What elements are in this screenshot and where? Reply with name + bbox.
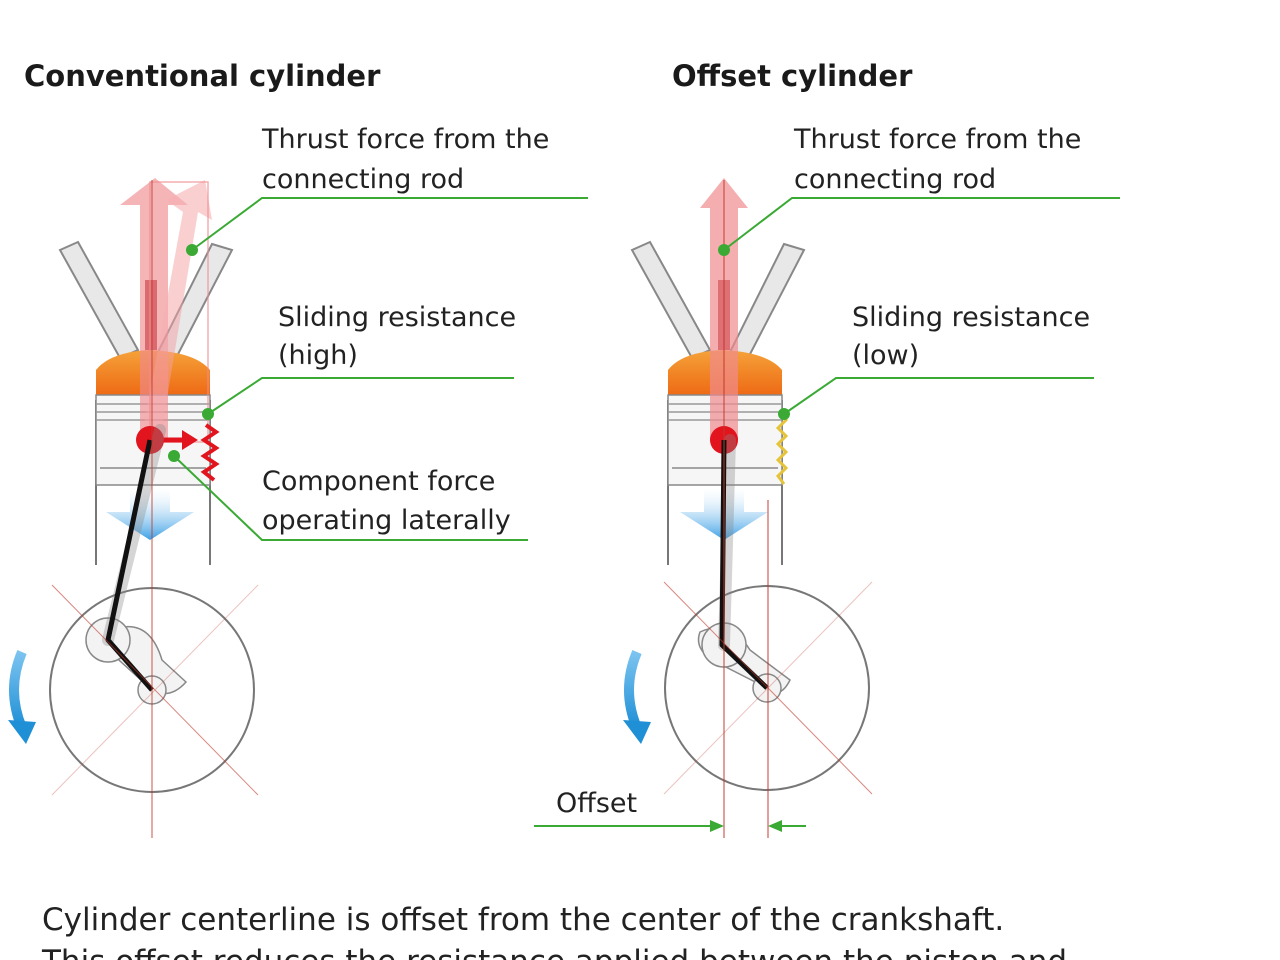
- conventional-sliding-label-line1: Sliding resistance: [278, 302, 516, 333]
- offset-friction-marks: [775, 411, 789, 485]
- offset-engine: [534, 178, 873, 838]
- conventional-friction-marks: [200, 423, 220, 482]
- offset-sliding-label-line1: Sliding resistance: [852, 302, 1090, 333]
- conventional-down-arrow: [106, 488, 194, 540]
- conventional-heading: Conventional cylinder: [24, 59, 381, 93]
- caption-line1: Cylinder centerline is offset from the c…: [42, 902, 1004, 938]
- offset-thrust-label-line1: Thrust force from the: [793, 124, 1081, 155]
- conventional-leaders: [168, 197, 588, 541]
- conventional-component-label-line2: operating laterally: [262, 505, 511, 536]
- offset-heading: Offset cylinder: [672, 59, 913, 93]
- offset-crank: [664, 434, 870, 791]
- offset-dimension-label: Offset: [556, 788, 637, 819]
- conventional-thrust-label-line2: connecting rod: [262, 164, 464, 195]
- caption-line2: This offset reduces the resistance appli…: [41, 944, 1067, 960]
- conventional-engine: [8, 178, 259, 838]
- conventional-thrust-arrows: [120, 178, 212, 440]
- conventional-thrust-label-line1: Thrust force from the: [261, 124, 549, 155]
- offset-thrust-label-line2: connecting rod: [794, 164, 996, 195]
- offset-rotation-arrow-icon: [624, 650, 642, 730]
- conventional-rotation-arrow-icon: [9, 650, 27, 730]
- offset-sliding-label-line2: (low): [852, 340, 919, 371]
- offset-leaders: [718, 197, 1120, 420]
- offset-dimension-arrows: [534, 820, 806, 832]
- conventional-sliding-label-line2: (high): [278, 340, 358, 371]
- conventional-component-label-line1: Component force: [262, 466, 495, 497]
